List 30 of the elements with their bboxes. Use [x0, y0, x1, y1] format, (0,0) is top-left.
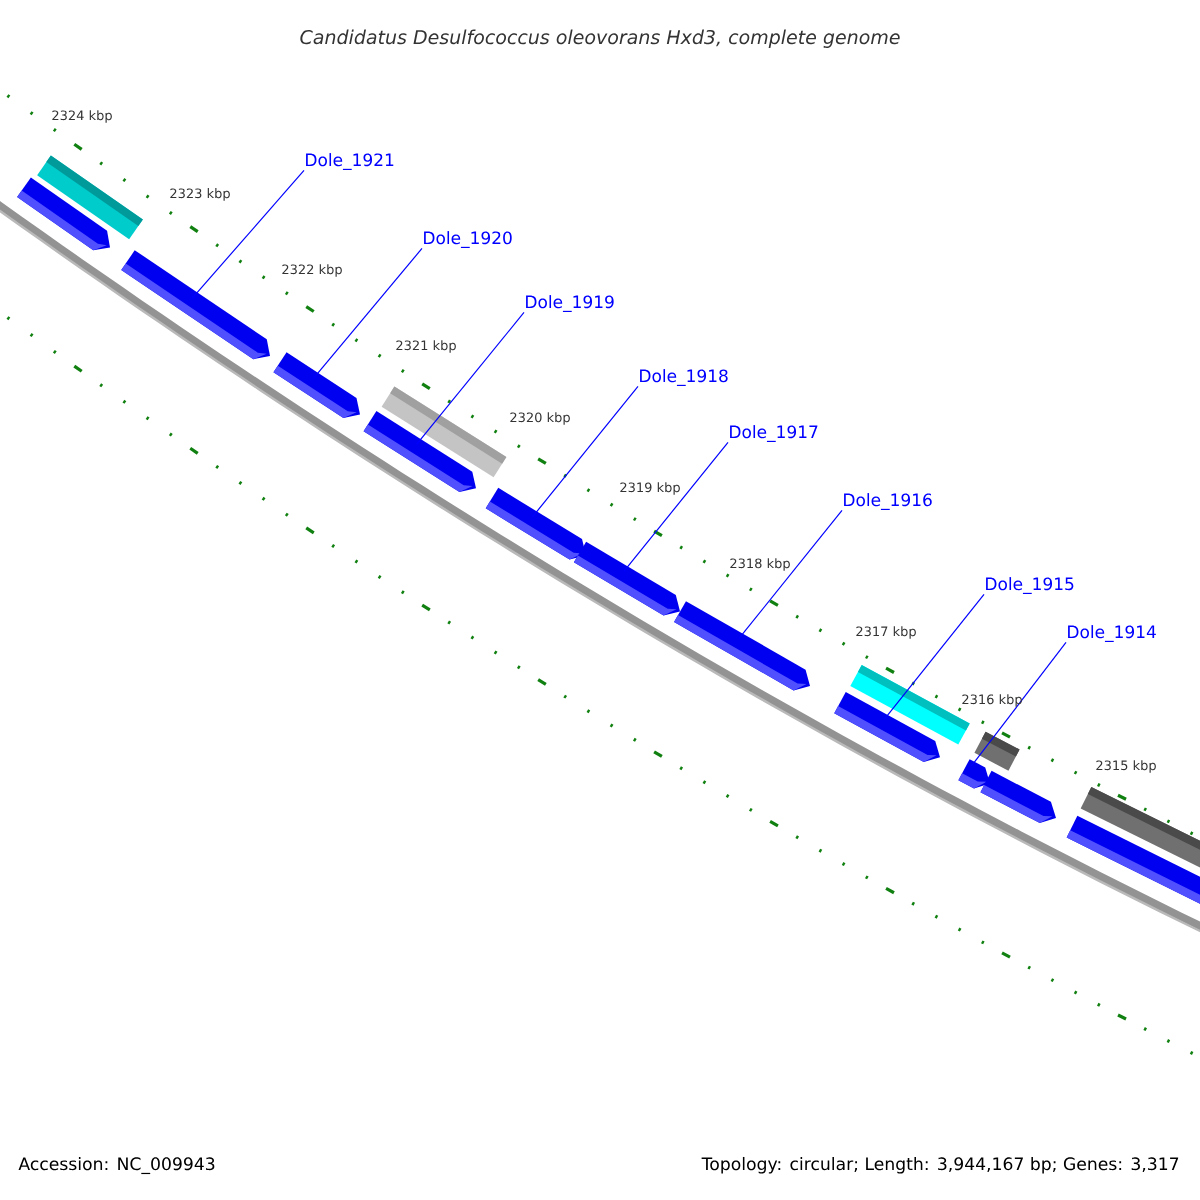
gene-feature [485, 487, 586, 560]
leader-line [738, 509, 843, 639]
gene-label: Dole_1921 [306, 153, 394, 170]
gene-label: Dole_1915 [986, 577, 1074, 595]
footer-text: Accession: NC_009943 [18, 1156, 215, 1175]
gene-label: Dole_1916 [844, 493, 932, 510]
gene-feature [834, 692, 940, 762]
gene-feature [273, 352, 360, 418]
leader-line [883, 593, 985, 720]
gene-feature [980, 770, 1056, 824]
leader-line [970, 641, 1067, 767]
leader-line [416, 311, 525, 446]
leader-line [532, 385, 639, 518]
gene-label: Dole_1914 [1068, 625, 1156, 642]
gene-label: Dole_1917 [730, 425, 818, 442]
gene-feature [674, 601, 810, 691]
gene-label: Dole_1920 [424, 231, 512, 248]
leader-line [191, 169, 305, 299]
gene-feature [958, 759, 990, 789]
gene-feature [1066, 815, 1200, 908]
leader-line [623, 441, 729, 572]
footer-text: Topology: circular; Length: 3,944,167 bp; Genes: 3,317 [701, 1156, 1179, 1174]
gene-feature [363, 410, 476, 492]
gene-feature [121, 250, 270, 360]
title: Candidatus Desulfococcus oleovorans Hxd3, complete genome [300, 29, 900, 48]
gene-label: Dole_1918 [640, 369, 728, 386]
gene-label: Dole_1919 [526, 295, 614, 312]
leader-line [312, 247, 423, 379]
gene-feature [573, 541, 680, 616]
gene-feature [17, 177, 110, 251]
